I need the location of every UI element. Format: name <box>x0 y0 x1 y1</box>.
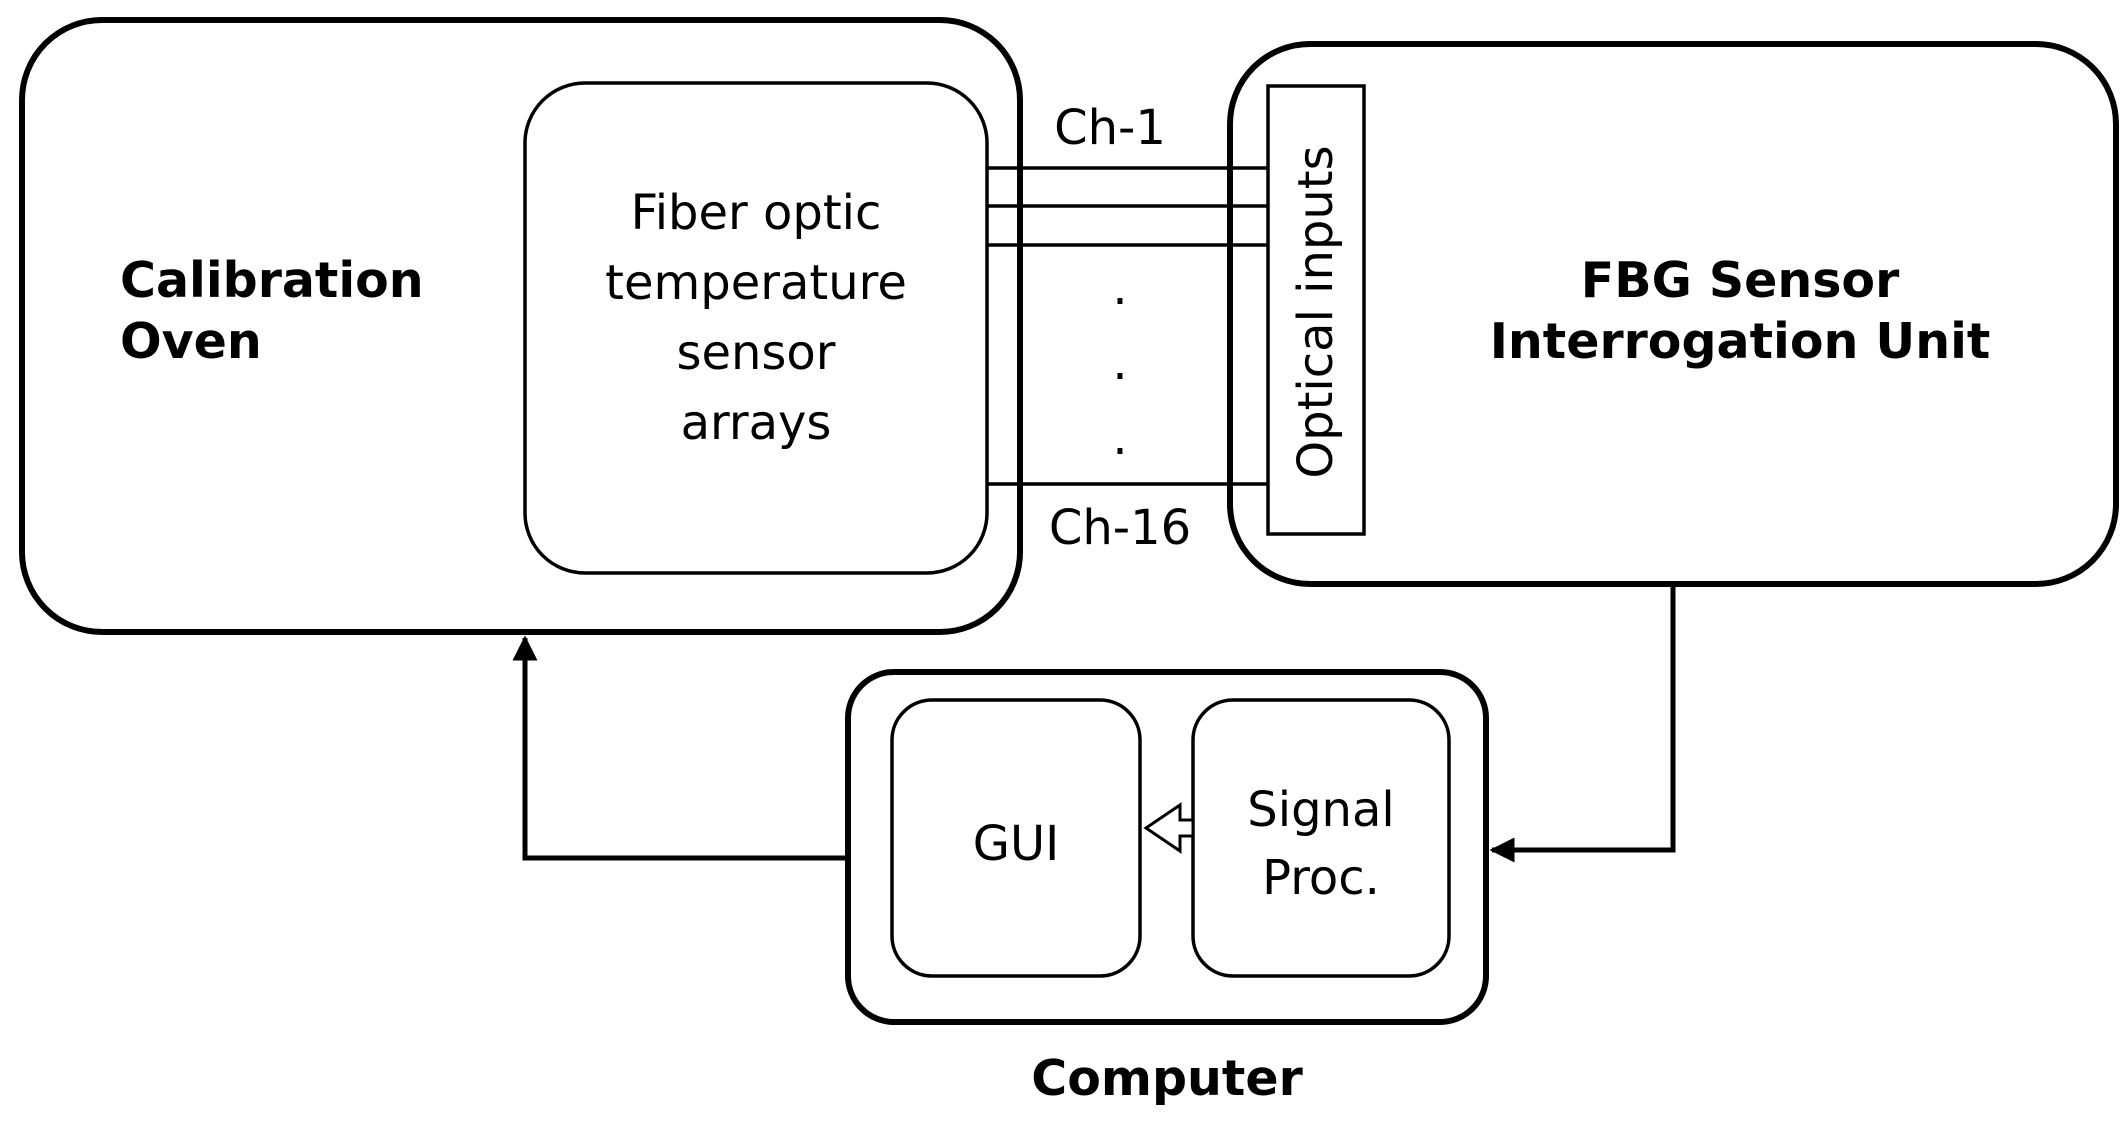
computer-label: Computer <box>1031 1050 1303 1107</box>
channel-ellipsis-dot-1: . <box>1112 260 1128 316</box>
signal-proc-label-line1: Signal <box>1247 782 1395 838</box>
channel-ellipsis-dot-3: . <box>1112 410 1128 466</box>
calibration-oven-label-line2: Oven <box>120 313 262 371</box>
calibration-oven-box <box>19 17 1023 635</box>
hollow-arrow-icon <box>1143 802 1195 854</box>
sensor-arrays-box <box>523 81 989 575</box>
sensor-arrays-label-line2: temperature <box>605 255 907 311</box>
sensor-arrays-label-line4: arrays <box>680 395 832 451</box>
channel-ellipsis-dot-2: . <box>1112 335 1128 391</box>
interrogation-unit-label-line1: FBG Sensor <box>1580 252 1900 309</box>
sensor-arrays-label-line3: sensor <box>676 325 836 381</box>
optical-inputs-box <box>1266 84 1366 536</box>
signal-proc-label-line2: Proc. <box>1262 850 1380 906</box>
calibration-oven-label: Calibration Oven <box>120 250 424 373</box>
interrogation-unit-label: FBG Sensor Interrogation Unit <box>1470 250 2010 373</box>
computer-to-oven-connector <box>512 635 848 861</box>
sensor-arrays-label: Fiber optic temperature sensor arrays <box>545 178 967 458</box>
sensor-arrays-label-line1: Fiber optic <box>630 185 882 241</box>
unit-to-computer-connector <box>1489 584 1676 863</box>
signal-proc-box <box>1191 698 1451 978</box>
channel-last-label: Ch-16 <box>1048 500 1192 556</box>
channel-first-label: Ch-1 <box>1054 100 1166 156</box>
optical-inputs-label: Optical inputs <box>1288 145 1344 479</box>
gui-box <box>890 698 1142 978</box>
calibration-oven-label-line1: Calibration <box>120 252 424 309</box>
gui-label: GUI <box>972 816 1060 872</box>
signal-proc-label: Signal Proc. <box>1193 776 1449 912</box>
computer-box <box>845 669 1489 1025</box>
interrogation-unit-label-line2: Interrogation Unit <box>1489 313 1991 371</box>
